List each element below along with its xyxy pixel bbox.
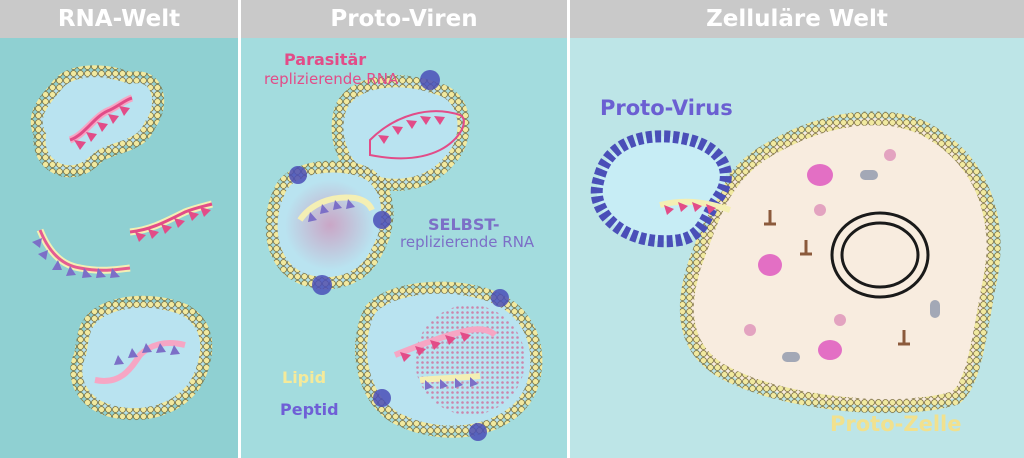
cell-contents — [744, 149, 940, 362]
header-cellular-world: Zelluläre Welt — [570, 0, 1024, 38]
rna-strand-purple-free — [32, 228, 131, 278]
label-self-sub: replizierende RNA — [400, 233, 535, 251]
proto-cell — [679, 111, 1001, 414]
vesicle-bottom-left — [70, 295, 213, 421]
vesicle-bottom-mid — [355, 281, 543, 438]
label-lipid: Lipid — [282, 368, 327, 387]
proto-virus-shape — [590, 130, 732, 248]
label-parasitic-sub: replizierende RNA — [264, 70, 399, 88]
label-proto-cell: Proto-Zelle — [830, 412, 962, 436]
label-parasitic: Parasitär — [284, 50, 367, 69]
title-cellular-world: Zelluläre Welt — [706, 6, 888, 32]
header-rna-world: RNA-Welt — [0, 0, 238, 38]
title-proto-viruses: Proto-Viren — [330, 6, 478, 32]
rna-strand-pink-1 — [68, 94, 134, 150]
dna-ring — [830, 211, 930, 299]
label-proto-virus: Proto-Virus — [600, 96, 733, 120]
label-peptide: Peptid — [280, 400, 339, 419]
label-self: SELBST- — [428, 215, 500, 234]
peptide-clusters-mid — [289, 70, 509, 441]
title-rna-world: RNA-Welt — [57, 6, 181, 32]
header-proto-viruses: Proto-Viren — [241, 0, 567, 38]
rna-strand-pink-free — [129, 200, 213, 242]
vesicle-self-replicating — [265, 160, 394, 290]
